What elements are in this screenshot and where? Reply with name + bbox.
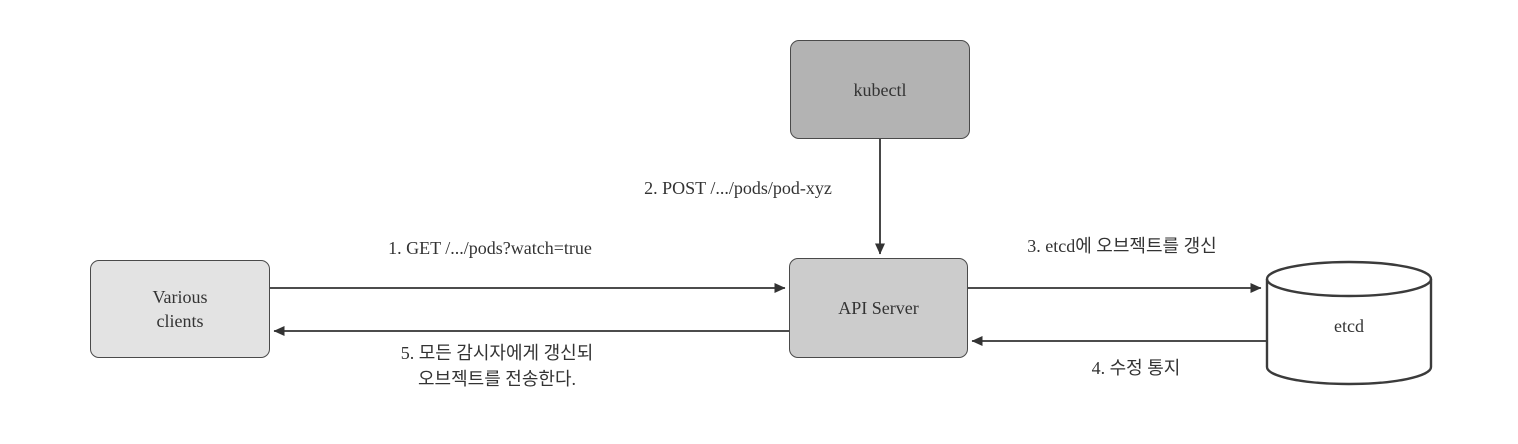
edge-label-send-watchers: 5. 모든 감시자에게 갱신되 오브젝트를 전송한다. — [401, 340, 594, 392]
edge-label-send-watchers-line1: 5. 모든 감시자에게 갱신되 — [400, 343, 594, 363]
node-various-clients: Various clients — [90, 260, 270, 358]
edge-label-send-watchers-line2: 오브젝트를 전송한다. — [417, 369, 577, 389]
node-various-clients-label-line2: clients — [156, 311, 204, 331]
node-kubectl-label: kubectl — [853, 79, 907, 100]
node-kubectl: kubectl — [790, 40, 970, 139]
node-etcd-label: etcd — [1334, 316, 1364, 336]
edge-label-modify-notice: 4. 수정 통지 — [1091, 358, 1181, 378]
node-api-server: API Server — [789, 258, 968, 358]
edge-label-post-pod: 2. POST /.../pods/pod-xyz — [644, 178, 832, 198]
edge-label-get-watch: 1. GET /.../pods?watch=true — [388, 238, 592, 258]
node-api-server-label: API Server — [838, 298, 919, 318]
node-etcd: etcd — [1264, 258, 1434, 388]
node-various-clients-label-line1: Various — [152, 287, 208, 307]
database-cylinder-icon — [1265, 260, 1433, 386]
edge-label-update-etcd: 3. etcd에 오브젝트를 갱신 — [1027, 236, 1217, 256]
